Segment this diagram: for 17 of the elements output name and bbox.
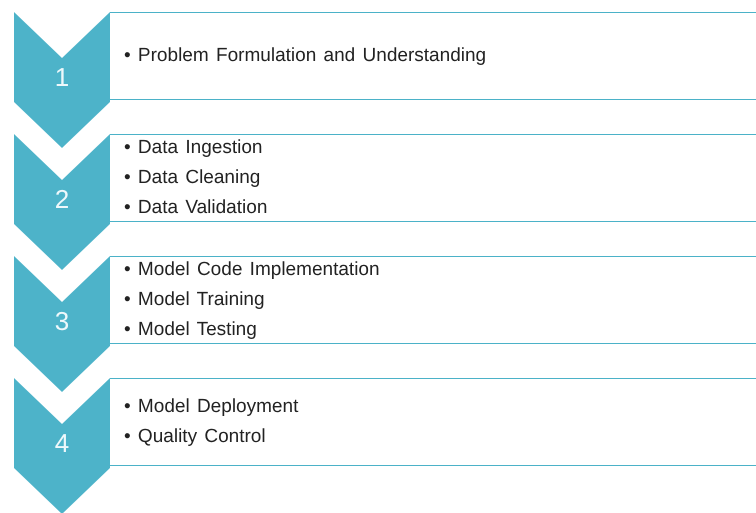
bullet-item: • Data Ingestion	[124, 136, 264, 160]
bullet-item: • Data Validation	[124, 196, 268, 220]
step-number: 3	[54, 306, 70, 336]
bullet-item: • Model Training	[124, 288, 266, 312]
bullet-item: • Model Code Implementation	[124, 258, 381, 282]
step-number: 4	[54, 428, 70, 458]
bullet-item: • Problem Formulation and Understanding	[124, 44, 488, 68]
step-number: 2	[54, 184, 70, 214]
step-box	[110, 134, 756, 222]
step-box	[110, 12, 756, 100]
bullet-item: • Quality Control	[124, 425, 267, 449]
step-box	[110, 256, 756, 344]
bullet-item: • Model Deployment	[124, 395, 300, 419]
bullet-item: • Data Cleaning	[124, 166, 262, 190]
step-box	[110, 378, 756, 466]
bullet-item: • Model Testing	[124, 318, 258, 342]
step-number: 1	[54, 62, 70, 92]
